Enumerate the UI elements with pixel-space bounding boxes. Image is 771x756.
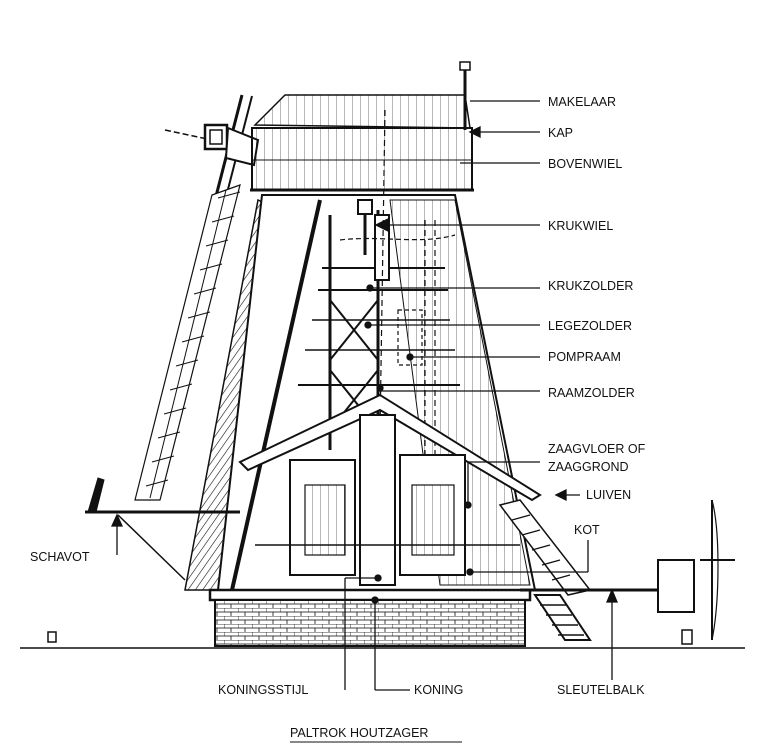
diagram-title: PALTROK HOUTZAGER — [290, 726, 428, 740]
label-makelaar: MAKELAAR — [548, 95, 616, 109]
label-zaagvloer-line1: ZAAGVLOER OF — [548, 442, 646, 456]
label-kot: KOT — [574, 523, 600, 537]
label-luiven: LUIVEN — [586, 488, 631, 502]
platforms — [47, 477, 735, 645]
label-pompraam: POMPRAAM — [548, 350, 621, 364]
label-raamzolder: RAAMZOLDER — [548, 386, 635, 400]
label-bovenwiel: BOVENWIEL — [548, 157, 622, 171]
leader-lines — [110, 100, 618, 691]
label-koning: KONING — [414, 683, 463, 697]
sails — [134, 94, 260, 501]
label-kap: KAP — [548, 126, 573, 140]
cap — [250, 61, 474, 192]
label-sleutelbalk: SLEUTELBALK — [557, 683, 645, 697]
foundation — [208, 588, 532, 647]
label-schavot: SCHAVOT — [30, 550, 90, 564]
label-legezolder: LEGEZOLDER — [548, 319, 632, 333]
label-krukwiel: KRUKWIEL — [548, 219, 613, 233]
label-krukzolder: KRUKZOLDER — [548, 279, 633, 293]
label-koningsstijl: KONINGSSTIJL — [218, 683, 308, 697]
label-zaagvloer-line2: ZAAGGROND — [548, 460, 629, 474]
